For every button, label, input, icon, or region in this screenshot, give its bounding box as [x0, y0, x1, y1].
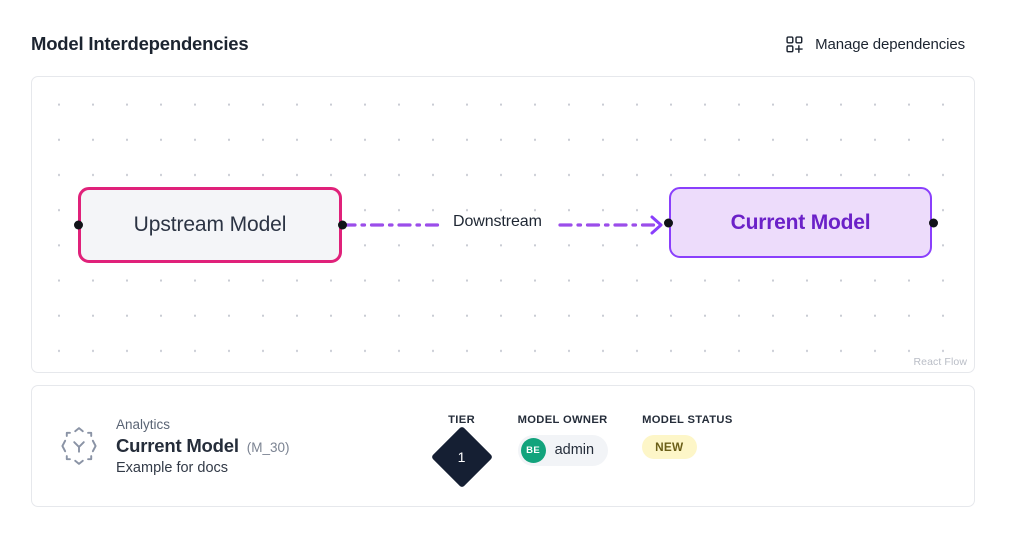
- react-flow-attribution[interactable]: React Flow: [913, 356, 967, 368]
- model-name: Current Model: [116, 434, 239, 456]
- node-handle-right[interactable]: [928, 218, 938, 227]
- manage-dependencies-button[interactable]: Manage dependencies: [785, 33, 965, 56]
- model-status-heading: MODEL STATUS: [642, 413, 733, 426]
- model-owner-column: MODEL OWNER BE admin: [517, 413, 609, 466]
- tier-column: TIER 1: [430, 413, 493, 488]
- node-handle-left[interactable]: [663, 218, 673, 227]
- flow-node-label: Current Model: [730, 210, 871, 234]
- edge-layer: [342, 215, 663, 235]
- page-header: Model Interdependencies Manage dependenc…: [31, 28, 965, 60]
- avatar: BE: [520, 437, 546, 463]
- flow-node-upstream-model[interactable]: Upstream Model: [73, 187, 347, 263]
- flow-node-current-model[interactable]: Current Model: [663, 187, 938, 258]
- model-category: Analytics: [116, 416, 171, 432]
- model-id: (M_30): [246, 439, 290, 455]
- status-badge[interactable]: NEW: [642, 434, 697, 459]
- node-handle-right[interactable]: [337, 220, 347, 230]
- edge-arrowhead-icon: [650, 215, 663, 235]
- model-owner-chip[interactable]: BE admin: [517, 434, 609, 466]
- model-summary: Analytics Current Model (M_30) Example f…: [32, 417, 290, 476]
- grid-plus-icon: [785, 35, 804, 54]
- manage-dependencies-label: Manage dependencies: [815, 35, 965, 53]
- model-owner-heading: MODEL OWNER: [517, 413, 608, 426]
- node-handle-left[interactable]: [73, 220, 83, 230]
- model-name-row: Current Model (M_30): [116, 435, 290, 457]
- model-metadata-group: TIER 1 MODEL OWNER BE admin MODEL STATUS…: [430, 413, 733, 488]
- tier-value: 1: [457, 448, 466, 465]
- dependency-flow-canvas[interactable]: Downstream Upstream Model Current Model …: [31, 76, 975, 373]
- edge-label-downstream[interactable]: Downstream: [446, 212, 549, 232]
- model-network-icon: [58, 425, 100, 467]
- tier-heading: TIER: [448, 413, 475, 426]
- flow-node-label: Upstream Model: [133, 213, 287, 236]
- page-title: Model Interdependencies: [31, 33, 249, 54]
- model-status-column: MODEL STATUS NEW: [642, 414, 733, 459]
- tier-badge[interactable]: 1: [430, 425, 493, 488]
- model-info-card: Analytics Current Model (M_30) Example f…: [31, 385, 975, 507]
- model-text-block: Analytics Current Model (M_30) Example f…: [116, 417, 290, 476]
- model-owner-name: admin: [554, 442, 595, 458]
- model-description: Example for docs: [116, 459, 229, 476]
